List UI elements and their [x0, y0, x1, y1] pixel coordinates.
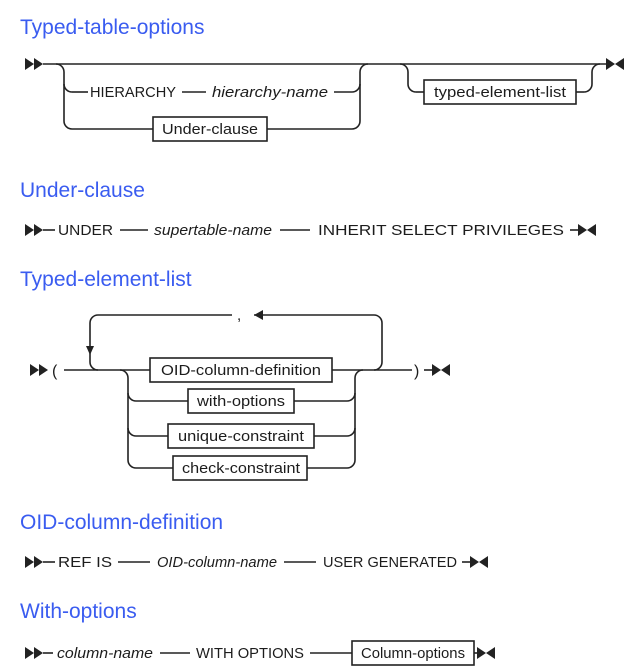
variable-oid-column-name: OID-column-name — [157, 554, 277, 571]
column-options-ref-label: Column-options — [361, 645, 465, 662]
typed-table-options-diagram: HIERARCHY hierarchy-name Under-clause ty… — [25, 58, 624, 142]
typed-element-list-ref-link[interactable]: typed-element-list — [423, 79, 577, 105]
oid-column-definition-diagram: REF IS OID-column-name USER GENERATED — [25, 554, 488, 571]
railroad-start-arrows-icon — [25, 556, 43, 569]
railroad-start-arrows-icon — [25, 58, 43, 71]
check-constraint-ref-link[interactable]: check-constraint — [172, 455, 308, 482]
oid-column-definition-ref-label: OID-column-definition — [161, 362, 321, 379]
keyword-hierarchy: HIERARCHY — [90, 84, 176, 101]
railroad-end-bowtie-icon — [606, 58, 624, 71]
railroad-end-bowtie-icon — [578, 224, 596, 237]
typed-element-list-ref-label: typed-element-list — [434, 84, 567, 101]
heading-typed-table-options: Typed-table-options — [20, 16, 205, 39]
with-options-diagram: column-name WITH OPTIONS Column-options — [25, 640, 495, 667]
railroad-end-bowtie-icon — [470, 556, 488, 569]
keyword-under: UNDER — [58, 222, 113, 239]
railroad-start-arrows-icon — [25, 647, 43, 660]
loop-separator-comma: , — [237, 307, 241, 324]
loop-left-arrow-icon — [254, 310, 263, 321]
railroad-end-bowtie-icon — [432, 364, 450, 377]
railroad-end-bowtie-icon — [477, 647, 495, 660]
under-clause-ref-link[interactable]: Under-clause — [152, 116, 268, 142]
variable-supertable-name: supertable-name — [154, 222, 272, 239]
typed-element-list-diagram: ( , OID-col — [30, 307, 450, 482]
heading-typed-element-list: Typed-element-list — [20, 268, 192, 292]
column-options-ref-link[interactable]: Column-options — [351, 640, 475, 667]
rail-lines — [64, 314, 432, 470]
unique-constraint-ref-link[interactable]: unique-constraint — [167, 423, 315, 450]
unique-constraint-ref-label: unique-constraint — [178, 428, 305, 445]
heading-with-options: With-options — [20, 600, 137, 624]
rail-lines — [43, 63, 606, 130]
heading-oid-column-definition: OID-column-definition — [20, 511, 224, 535]
keyword-user-generated: USER GENERATED — [323, 554, 457, 571]
loop-down-arrow-icon — [86, 346, 94, 356]
keyword-with-options: WITH OPTIONS — [196, 645, 304, 662]
under-clause-diagram: UNDER supertable-name INHERIT SELECT PRI… — [25, 222, 596, 239]
heading-under-clause: Under-clause — [20, 179, 145, 203]
check-constraint-ref-label: check-constraint — [182, 460, 301, 477]
open-paren: ( — [52, 363, 58, 380]
oid-column-definition-ref-link[interactable]: OID-column-definition — [149, 357, 333, 384]
under-clause-ref-label: Under-clause — [162, 121, 258, 138]
keyword-ref-is: REF IS — [58, 554, 112, 571]
close-paren: ) — [414, 363, 419, 380]
railroad-start-arrows-icon — [25, 224, 43, 237]
variable-column-name: column-name — [57, 645, 153, 662]
with-options-ref-label: with-options — [196, 393, 285, 410]
variable-hierarchy-name: hierarchy-name — [212, 84, 328, 101]
railroad-start-arrows-icon — [30, 364, 48, 377]
keyword-inherit-select-privileges: INHERIT SELECT PRIVILEGES — [318, 222, 564, 239]
with-options-ref-link[interactable]: with-options — [187, 388, 295, 415]
